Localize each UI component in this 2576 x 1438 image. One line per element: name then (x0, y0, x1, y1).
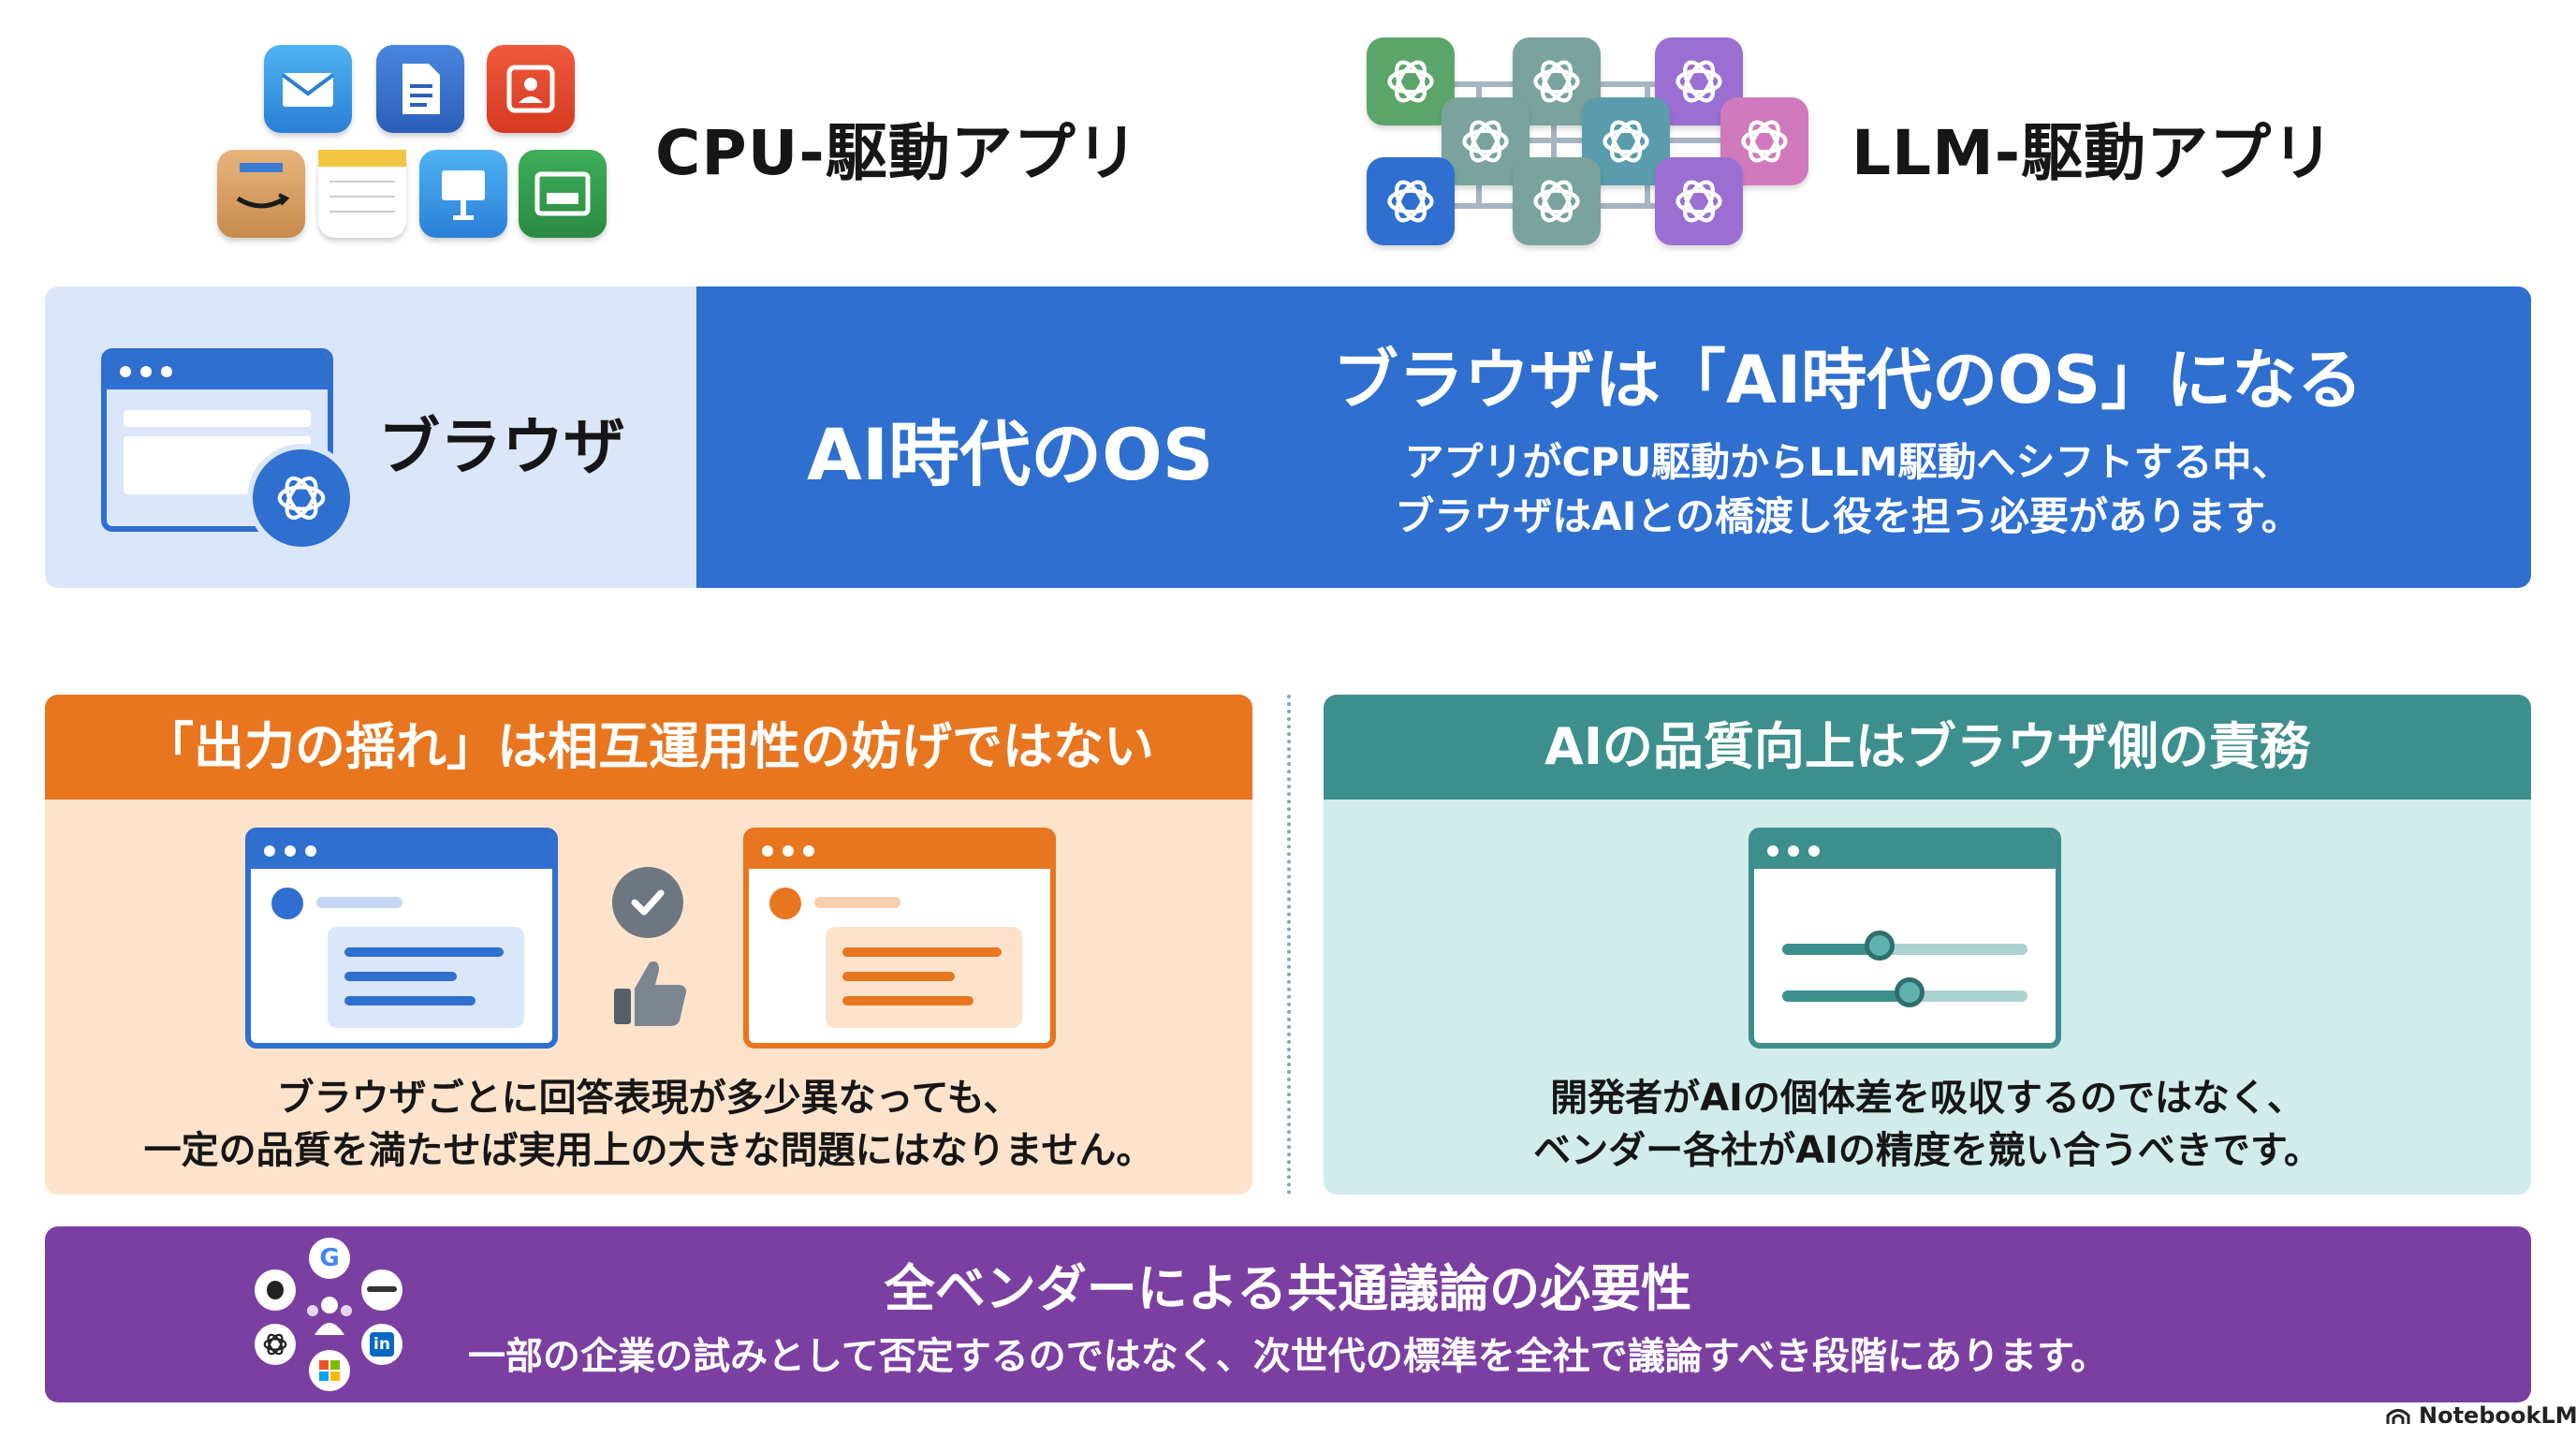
orange-chat-window-icon (743, 828, 1056, 1049)
vendor-logos-cluster: G in (253, 1238, 412, 1391)
mail-icon (264, 45, 352, 133)
os-section: AI時代のOS ブラウザは「AI時代のOS」になる アプリがCPU駆動からLLM… (696, 286, 2531, 588)
output-variance-body-line1: ブラウザごとに回答表現が多少異なっても、 (276, 1077, 1021, 1120)
browser-section: ブラウザ (45, 286, 696, 588)
vendor-discussion-body: 一部の企業の試みとして否定するのではなく、次世代の標準を全社で議論すべき段階にあ… (468, 1335, 2108, 1378)
os-headline: ブラウザは「AI時代のOS」になる (1332, 342, 2364, 418)
amazon-com-icon (361, 1269, 402, 1311)
os-label: AI時代のOS (807, 413, 1214, 496)
chatgpt-icon (1655, 157, 1743, 245)
browser-responsibility-body-line2: ベンダー各社がAIの精度を競い合うべきです。 (1533, 1129, 2321, 1172)
google-icon: G (309, 1238, 350, 1279)
browser-responsibility-panel: AIの品質向上はブラウザ側の責務 開発者がAIの個体差を吸収するのではなく、 ベ… (1324, 695, 2531, 1195)
os-body-line2: ブラウザはAIとの橋渡し役を担う必要があります。 (1395, 493, 2301, 539)
browser-label: ブラウザ (378, 411, 625, 483)
keynote-icon (419, 150, 507, 238)
notebooklm-brand: NotebookLM (2385, 1401, 2576, 1431)
os-body-line1: アプリがCPU駆動からLLM駆動へシフトする中、 (1404, 439, 2291, 485)
apple-icon (255, 1269, 296, 1311)
people-icon (303, 1294, 356, 1337)
vendor-discussion-title: 全ベンダーによる共通議論の必要性 (884, 1259, 1692, 1318)
panel-divider (1287, 695, 1291, 1195)
browser-window-icon (101, 348, 333, 532)
llm-apps-title: LLM-駆動アプリ (1852, 117, 2335, 189)
slider-settings-icon (1749, 828, 2061, 1049)
browser-os-panel: ブラウザ AI時代のOS ブラウザは「AI時代のOS」になる アプリがCPU駆動… (45, 286, 2531, 588)
browser-responsibility-title: AIの品質向上はブラウザ側の責務 (1324, 695, 2531, 800)
output-variance-body-line2: 一定の品質を満たせば実用上の大きな問題にはなりません。 (143, 1129, 1154, 1172)
contacts-icon (487, 45, 575, 133)
slides-icon (519, 150, 607, 238)
linkedin-icon: in (361, 1324, 402, 1365)
document-icon (376, 45, 464, 133)
notes-icon (318, 150, 406, 238)
chatgpt-icon (1367, 157, 1455, 245)
notebooklm-label: NotebookLM (2419, 1402, 2576, 1429)
checkmark-icon (612, 867, 683, 938)
output-variance-panel: 「出力の揺れ」は相互運用性の妨げではない ブラウザごとに回答表現が多少異なっても… (45, 695, 1252, 1195)
vendor-discussion-panel: G in 全ベンダーによる共通議論の必要性 一部の企業の試みとして否定するのでは… (45, 1226, 2531, 1402)
blue-chat-window-icon (245, 828, 558, 1049)
chatgpt-icon (1367, 37, 1455, 125)
chatgpt-icon (247, 444, 356, 552)
amazon-icon (217, 150, 305, 238)
browser-responsibility-body-line1: 開発者がAIの個体差を吸収するのではなく、 (1550, 1077, 2305, 1120)
chatgpt-icon (1513, 157, 1601, 245)
chatgpt-vendor-icon (255, 1324, 296, 1365)
microsoft-icon (309, 1350, 350, 1391)
output-variance-title: 「出力の揺れ」は相互運用性の妨げではない (45, 695, 1252, 800)
thumbs-up-icon (608, 947, 693, 1032)
notebooklm-logo-icon (2386, 1409, 2410, 1424)
cpu-apps-title: CPU-駆動アプリ (655, 117, 1139, 189)
